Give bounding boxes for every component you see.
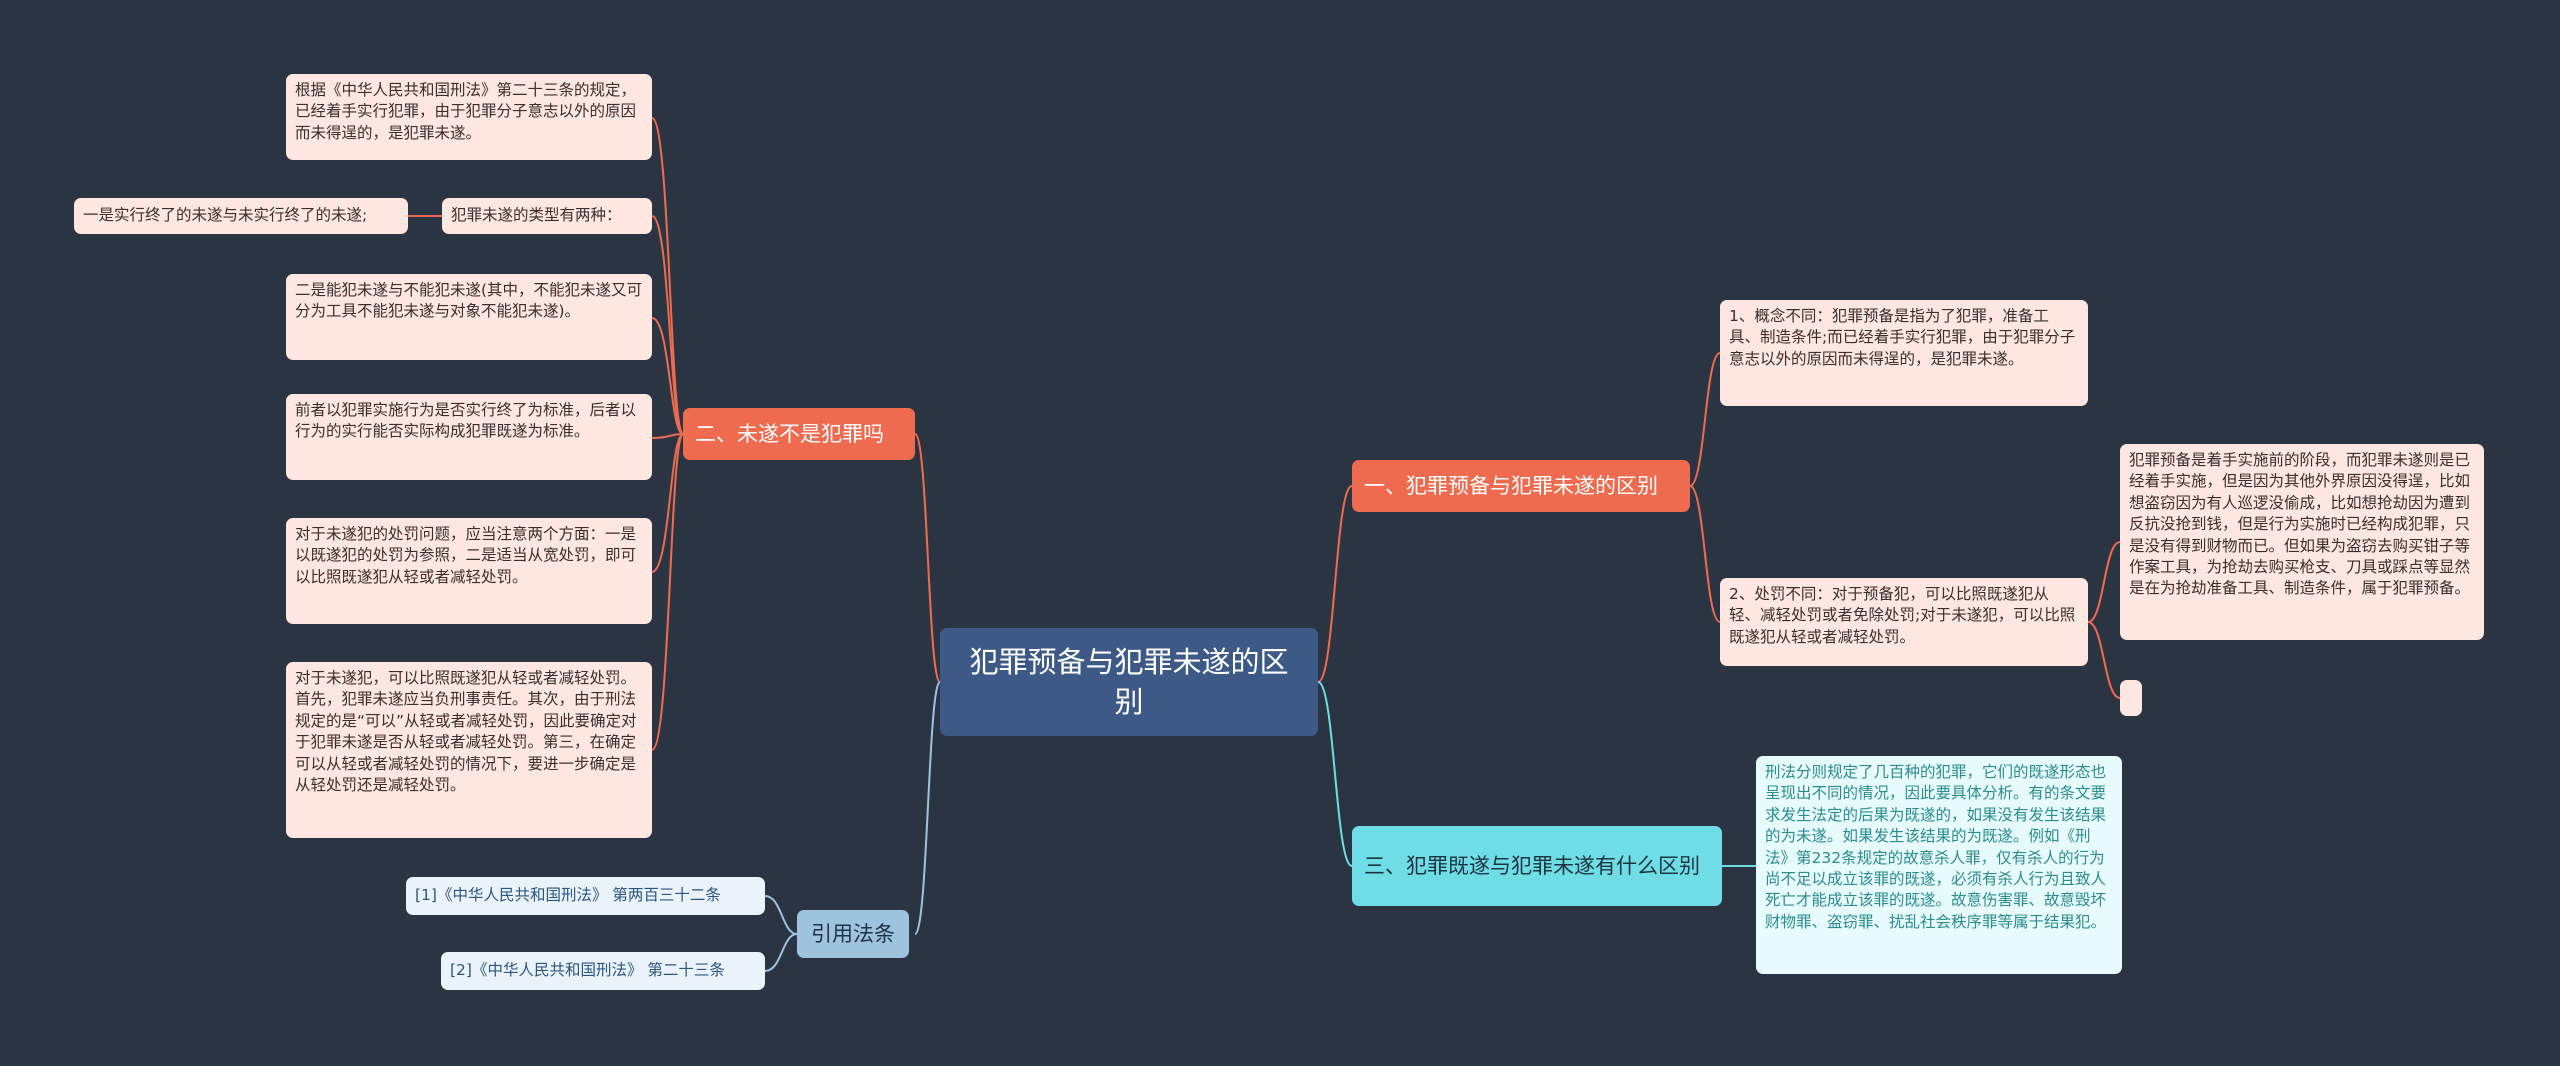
leaf-preparation-example[interactable]: 犯罪预备是着手实施前的阶段，而犯罪未遂则是已经着手实施，但是因为其他外界原因没得… <box>2120 444 2484 640</box>
leaf-citation-1[interactable]: [1]《中华人民共和国刑法》 第两百三十二条 <box>406 877 765 915</box>
leaf-attempt-types[interactable]: 犯罪未遂的类型有两种： <box>442 198 652 234</box>
edge-b2-l2 <box>651 215 684 435</box>
leaf-punishment-issue[interactable]: 对于未遂犯的处罚问题，应当注意两个方面：一是以既遂犯的处罚为参照，二是适当从宽处… <box>286 518 652 624</box>
edge-b12-b <box>2087 621 2121 699</box>
edge-b4-l2 <box>764 933 798 972</box>
branch-is-attempt-crime[interactable]: 二、未遂不是犯罪吗 <box>683 408 915 460</box>
branch-cited-laws[interactable]: 引用法条 <box>797 910 909 958</box>
edge-b2-l6 <box>651 433 684 751</box>
edge-root-b1 <box>1317 485 1353 683</box>
edge-b1-l1 <box>1689 352 1721 487</box>
leaf-result-crime[interactable]: 刑法分则规定了几百种的犯罪，它们的既遂形态也呈现出不同的情况，因此要具体分析。有… <box>1756 756 2122 974</box>
edge-b2-l4 <box>651 433 684 439</box>
leaf-type-two[interactable]: 二是能犯未遂与不能犯未遂(其中，不能犯未遂又可分为工具不能犯未遂与对象不能犯未遂… <box>286 274 652 360</box>
leaf-empty[interactable] <box>2120 680 2142 716</box>
root-topic[interactable]: 犯罪预备与犯罪未遂的区别 <box>940 628 1318 736</box>
leaf-punishment-difference[interactable]: 2、处罚不同：对于预备犯，可以比照既遂犯从轻、减轻处罚或者免除处罚;对于未遂犯，… <box>1720 578 2088 666</box>
leaf-type-one[interactable]: 一是实行终了的未遂与未实行终了的未遂; <box>74 198 408 234</box>
leaf-attempt-punishment[interactable]: 对于未遂犯，可以比照既遂犯从轻或者减轻处罚。首先，犯罪未遂应当负刑事责任。其次，… <box>286 662 652 838</box>
edge-b4-l1 <box>764 895 798 935</box>
branch-completed-vs-attempt[interactable]: 三、犯罪既遂与犯罪未遂有什么区别 <box>1352 826 1722 906</box>
edge-b12-a <box>2087 541 2121 623</box>
edge-root-b4 <box>914 681 941 935</box>
branch-difference[interactable]: 一、犯罪预备与犯罪未遂的区别 <box>1352 460 1690 512</box>
leaf-citation-2[interactable]: [2]《中华人民共和国刑法》 第二十三条 <box>441 952 765 990</box>
edge-root-b2 <box>914 433 941 683</box>
edge-b1-l2 <box>1689 485 1721 623</box>
leaf-criminal-law-art23[interactable]: 根据《中华人民共和国刑法》第二十三条的规定，已经着手实行犯罪，由于犯罪分子意志以… <box>286 74 652 160</box>
edge-b2-l5 <box>651 433 684 573</box>
leaf-criteria[interactable]: 前者以犯罪实施行为是否实行终了为标准，后者以行为的实行能否实际构成犯罪既遂为标准… <box>286 394 652 480</box>
edge-b2-l1 <box>651 117 684 435</box>
edge-root-b3 <box>1317 681 1353 867</box>
leaf-concept-difference[interactable]: 1、概念不同：犯罪预备是指为了犯罪，准备工具、制造条件;而已经着手实行犯罪，由于… <box>1720 300 2088 406</box>
edge-b2-l3 <box>651 317 684 435</box>
